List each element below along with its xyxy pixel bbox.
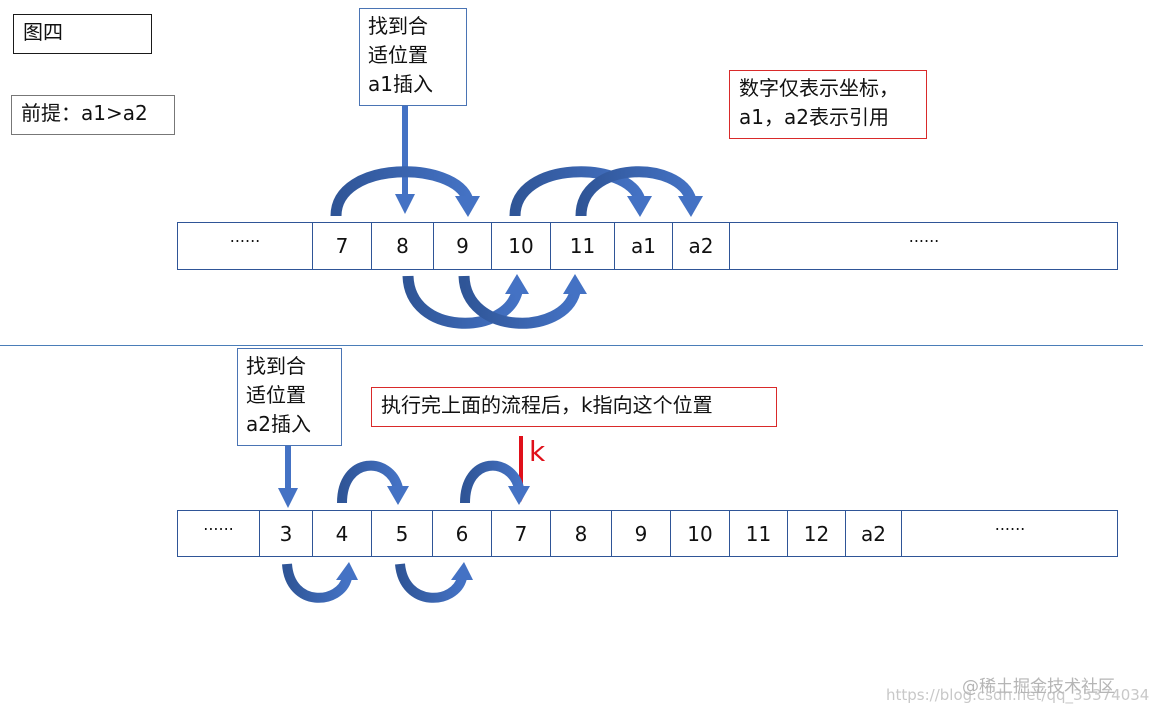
premise-text: 前提：a1>a2: [21, 101, 148, 125]
find-a1-line3: a1插入: [368, 72, 433, 96]
insert-a2-pointer-arrow: [278, 446, 298, 508]
bottom-array: ...... 3 4 5 6 7 8 9 10 11 12 a2 ......: [177, 510, 1118, 557]
array-cell: 10: [492, 223, 551, 269]
section-divider: [0, 345, 1143, 346]
figure-label-text: 图四: [23, 20, 63, 44]
shift-arrow-4-to-5: [337, 460, 409, 505]
find-a1-line1: 找到合: [368, 14, 428, 38]
find-a1-line2: 适位置: [368, 43, 428, 67]
array-cell: 11: [551, 223, 615, 269]
array-cell: 12: [788, 511, 846, 556]
array-cell-a2: a2: [846, 511, 902, 556]
shift-arrow-11-to-a2: [575, 166, 703, 217]
shift-arrow-7-to-9: [330, 166, 480, 217]
k-position-note: 执行完上面的流程后，k指向这个位置: [371, 387, 777, 427]
array-cell: 3: [260, 511, 313, 556]
find-a2-line2: 适位置: [246, 383, 306, 407]
array-cell: 9: [612, 511, 671, 556]
shift-arrow-5-to-6-below: [395, 562, 473, 603]
shift-arrow-9-to-11-below: [458, 274, 587, 329]
array-cell: 4: [313, 511, 372, 556]
find-a1-note: 找到合 适位置 a1插入: [359, 8, 467, 106]
array-cell: 8: [372, 223, 434, 269]
array-cell: 11: [730, 511, 788, 556]
shift-arrow-6-to-7: [460, 460, 530, 505]
array-cell-ellipsis: ......: [178, 223, 313, 269]
array-cell-ellipsis: ......: [994, 515, 1026, 534]
index-note-line2: a1，a2表示引用: [739, 105, 889, 129]
array-cell-a1: a1: [615, 223, 673, 269]
index-note-line1: 数字仅表示坐标，: [739, 76, 899, 100]
array-cell: 6: [433, 511, 492, 556]
k-position-note-text: 执行完上面的流程后，k指向这个位置: [381, 393, 713, 417]
watermark-url: https://blog.csdn.net/qq_35374034: [886, 686, 1149, 704]
array-cell: 7: [492, 511, 551, 556]
shift-arrow-8-to-10-below: [402, 274, 529, 329]
k-marker-label: k: [529, 435, 546, 468]
array-cell: 7: [313, 223, 372, 269]
find-a2-line3: a2插入: [246, 412, 311, 436]
array-cell-ellipsis: ......: [908, 227, 940, 246]
find-a2-line1: 找到合: [246, 354, 306, 378]
premise-label: 前提：a1>a2: [11, 95, 175, 135]
shift-arrow-10-to-a1: [509, 166, 652, 217]
figure-label: 图四: [13, 14, 152, 54]
top-array: ...... 7 8 9 10 11 a1 a2 ......: [177, 222, 1118, 270]
array-cell: 9: [434, 223, 492, 269]
index-note: 数字仅表示坐标， a1，a2表示引用: [729, 70, 927, 139]
array-cell: 10: [671, 511, 730, 556]
array-cell-a2: a2: [673, 223, 730, 269]
array-cell: 5: [372, 511, 433, 556]
find-a2-note: 找到合 适位置 a2插入: [237, 348, 342, 446]
shift-arrow-3-to-4-below: [282, 562, 358, 603]
insert-a1-pointer-arrow: [395, 106, 415, 214]
array-cell-ellipsis: ......: [178, 511, 260, 556]
watermark-brand: @稀土掘金技术社区: [962, 677, 1115, 697]
array-cell: 8: [551, 511, 612, 556]
